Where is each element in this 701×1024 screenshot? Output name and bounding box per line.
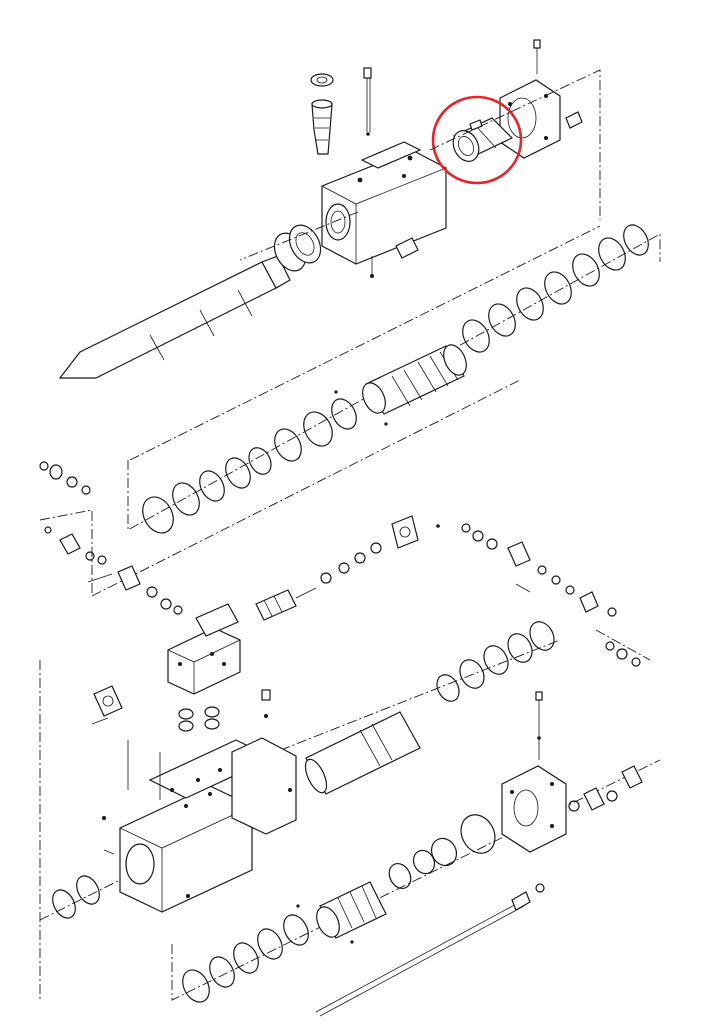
through-bolt bbox=[315, 883, 545, 1017]
flange-plate-left bbox=[91, 685, 123, 725]
chisel-tool bbox=[58, 255, 291, 379]
right-fittings bbox=[461, 523, 651, 667]
cylinder-sleeve bbox=[296, 881, 387, 944]
long-bolt bbox=[363, 67, 372, 136]
front-head-assembly bbox=[58, 39, 601, 379]
highlight-circle bbox=[431, 95, 523, 185]
block-seals bbox=[178, 689, 271, 732]
piston bbox=[334, 344, 467, 426]
top-plug bbox=[310, 73, 334, 155]
valve-cover-plate bbox=[391, 515, 440, 549]
accumulator-parts bbox=[388, 814, 496, 890]
valve-block bbox=[167, 603, 241, 695]
rear-head-fittings bbox=[568, 765, 643, 812]
rod-seal-rings bbox=[436, 621, 555, 702]
cylinder-seals-left bbox=[52, 875, 100, 919]
front-head-body bbox=[321, 141, 447, 278]
cylinder-seals-lower bbox=[182, 914, 309, 1003]
control-valve-assembly bbox=[39, 379, 651, 1000]
main-piston-rod bbox=[304, 711, 421, 795]
piston-seal-assembly bbox=[127, 224, 661, 534]
cylinder-rear-assembly bbox=[52, 621, 661, 1017]
front-head-flange bbox=[499, 39, 583, 159]
seal-rings-lower bbox=[142, 398, 357, 534]
cylinder-body bbox=[102, 737, 297, 913]
left-fittings bbox=[39, 461, 183, 615]
valve-spool bbox=[255, 587, 317, 621]
valve-o-rings bbox=[320, 542, 382, 584]
seal-rings-upper bbox=[462, 224, 649, 353]
rear-head bbox=[501, 691, 567, 853]
